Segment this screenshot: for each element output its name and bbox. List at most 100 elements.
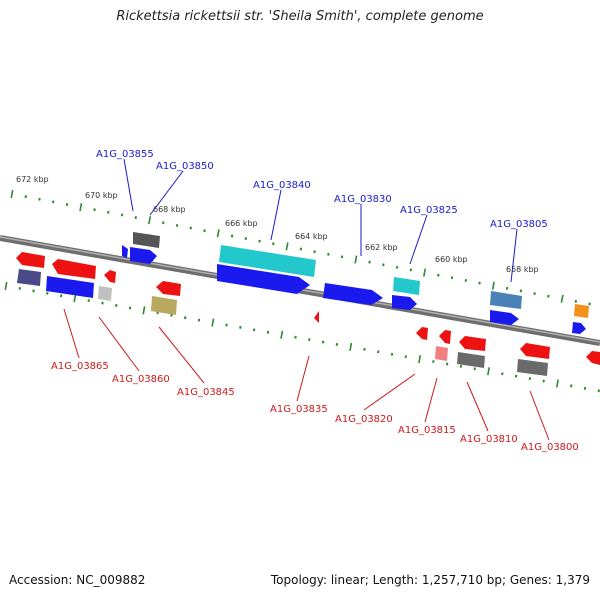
minor-tick <box>459 364 463 368</box>
scale-label: 660 kbp <box>435 255 468 264</box>
minor-tick <box>313 250 316 254</box>
gene-arrow[interactable] <box>323 283 383 305</box>
gene-arrow[interactable] <box>574 304 589 318</box>
scale-label: 658 kbp <box>506 265 539 274</box>
gene-arrow[interactable] <box>98 286 112 301</box>
gene-arrow[interactable] <box>586 351 600 365</box>
minor-tick <box>445 362 449 366</box>
minor-tick <box>335 343 339 346</box>
gene-arrow[interactable] <box>217 264 310 294</box>
major-tick <box>73 294 77 303</box>
gene-label[interactable]: A1G_03830 <box>334 194 392 205</box>
gene-label[interactable]: A1G_03855 <box>96 149 154 160</box>
minor-tick <box>432 360 435 363</box>
gene-arrow[interactable] <box>151 296 177 315</box>
gene-label[interactable]: A1G_03815 <box>398 425 456 436</box>
minor-tick <box>65 203 69 206</box>
genome-stats-label: Topology: linear; Length: 1,257,710 bp; … <box>270 573 590 587</box>
gene-arrow[interactable] <box>490 291 522 309</box>
gene-arrow[interactable] <box>490 310 519 325</box>
gene-label[interactable]: A1G_03845 <box>177 387 235 398</box>
gene-arrow[interactable] <box>572 322 586 334</box>
gene-label[interactable]: A1G_03835 <box>270 404 328 415</box>
gene-arrow[interactable] <box>133 232 160 248</box>
scale-label: 670 kbp <box>85 191 118 200</box>
gene-arrow[interactable] <box>219 245 316 277</box>
gene-label[interactable]: A1G_03850 <box>156 161 214 172</box>
minor-tick <box>377 350 380 354</box>
minor-tick <box>473 367 476 371</box>
gene-label[interactable]: A1G_03865 <box>51 361 109 372</box>
minor-tick <box>340 255 344 259</box>
minor-tick <box>363 347 366 351</box>
gene-label[interactable]: A1G_03805 <box>490 219 548 230</box>
minor-tick <box>464 279 468 282</box>
minor-tick <box>266 330 270 334</box>
gene-arrow[interactable] <box>520 343 550 359</box>
minor-tick <box>189 226 192 230</box>
scale-ticks-top <box>10 189 591 306</box>
gene-arrow[interactable] <box>130 247 157 264</box>
gene-arrow[interactable] <box>393 277 420 295</box>
gene-arrow[interactable] <box>435 346 448 361</box>
gene-label[interactable]: A1G_03820 <box>335 414 393 425</box>
minor-tick <box>547 294 550 298</box>
minor-tick <box>134 216 137 220</box>
gene-arrow[interactable] <box>439 330 451 344</box>
gene-label[interactable]: A1G_03860 <box>112 374 170 385</box>
scale-label: 666 kbp <box>225 219 258 228</box>
minor-tick <box>93 208 96 212</box>
gene-arrow[interactable] <box>314 311 319 323</box>
gene-arrow[interactable] <box>459 336 486 351</box>
minor-tick <box>162 221 165 225</box>
scale-label: 664 kbp <box>295 232 328 241</box>
minor-tick <box>107 210 110 214</box>
minor-tick <box>175 224 179 227</box>
gene-label[interactable]: A1G_03800 <box>521 442 579 453</box>
major-tick <box>487 367 490 376</box>
minor-tick <box>519 289 523 293</box>
gene-arrow[interactable] <box>46 276 94 298</box>
minor-tick <box>258 239 261 243</box>
minor-tick <box>203 229 206 233</box>
gene-arrow[interactable] <box>416 327 428 340</box>
scale-ticks-bottom <box>4 281 600 393</box>
gene-arrow[interactable] <box>16 252 45 268</box>
genome-title: Rickettsia rickettsii str. 'Sheila Smith… <box>116 9 484 24</box>
accession-label: Accession: NC_009882 <box>9 573 146 587</box>
major-tick <box>423 268 427 277</box>
gene-arrow[interactable] <box>457 352 485 368</box>
leader-lines-top <box>123 158 518 283</box>
scale-label: 668 kbp <box>153 205 186 214</box>
major-tick <box>142 306 146 315</box>
gene-arrow[interactable] <box>156 281 181 296</box>
major-tick <box>418 355 422 364</box>
major-tick <box>354 255 358 264</box>
gene-arrow[interactable] <box>392 295 417 310</box>
gene-label[interactable]: A1G_03825 <box>400 205 458 216</box>
major-tick <box>211 318 215 327</box>
major-tick <box>216 229 220 238</box>
minor-tick <box>478 281 481 285</box>
gene-arrow[interactable] <box>17 269 41 286</box>
leader-lines-bottom <box>63 308 550 441</box>
gene-arrow[interactable] <box>52 259 96 279</box>
minor-tick <box>32 289 35 293</box>
minor-tick <box>24 195 27 199</box>
gene-arrow[interactable] <box>517 359 548 376</box>
gene-label[interactable]: A1G_03840 <box>253 180 311 191</box>
scale-label: 662 kbp <box>365 243 398 252</box>
gene-arrow[interactable] <box>104 270 116 283</box>
minor-tick <box>570 384 573 388</box>
major-tick <box>285 242 289 251</box>
minor-tick <box>299 247 303 251</box>
gene-label[interactable]: A1G_03810 <box>460 434 518 445</box>
major-tick <box>148 216 152 225</box>
minor-tick <box>409 268 413 272</box>
minor-tick <box>437 273 440 277</box>
minor-tick <box>59 294 63 298</box>
minor-tick <box>368 260 371 264</box>
gene-arrow[interactable] <box>122 245 128 258</box>
major-tick <box>4 281 8 291</box>
